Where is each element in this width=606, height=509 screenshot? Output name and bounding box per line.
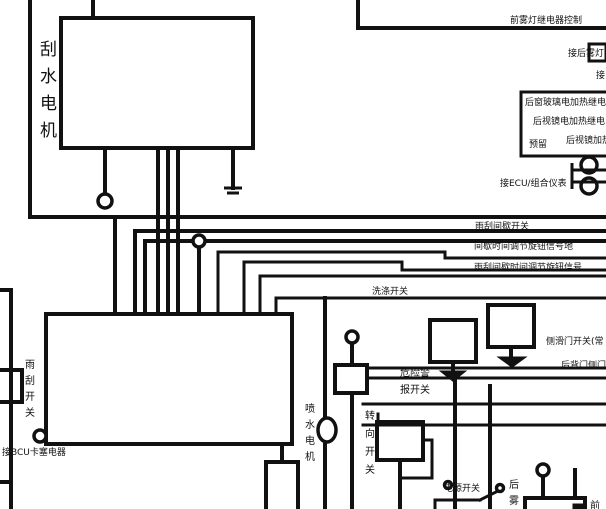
wiper-motor-label-4: 机 <box>40 121 57 141</box>
hazard-switch-box <box>333 363 369 395</box>
turn-switch-label-3: 开 <box>365 447 375 458</box>
wiper-motor-box <box>59 16 255 150</box>
wiper-switch-left-4: 关 <box>25 406 35 419</box>
front-fog-relay-label: 前雾灯继电器控制 <box>510 14 582 26</box>
wiper-switch-left-1: 雨 <box>25 360 35 371</box>
rear-door-label: 后背门侧门 <box>561 359 606 371</box>
washer-switch-label: 洗涤开关 <box>372 285 408 297</box>
hazard-switch-label-1: 危险警 <box>400 366 430 379</box>
rear-fog-circle <box>535 462 551 478</box>
wiper-motor-label-1: 刮 <box>40 40 57 60</box>
washer-motor-label-3: 电 <box>305 434 315 447</box>
controller-box <box>44 312 294 446</box>
hazard-lamp-circle <box>344 329 360 345</box>
wiper-switch-left-3: 开 <box>25 392 35 403</box>
washer-motor-wire <box>280 442 300 509</box>
left-switch-box <box>0 368 24 404</box>
turn-switch-label-4: 关 <box>365 463 375 476</box>
wiper-switch-left-2: 刮 <box>25 374 35 387</box>
side-door-switch-label: 侧滑门开关(常 <box>546 335 604 347</box>
power-switch-label: 电源开关 <box>444 482 480 494</box>
turn-switch-label-2: 向 <box>365 427 375 440</box>
wiper-interval-switch-label: 雨刮间歇开关 <box>475 220 529 232</box>
rear-fog-label: 接后雾灯 <box>568 47 604 59</box>
washer-wire <box>274 296 606 314</box>
ecu-cluster-label: 接ECU/组合仪表 <box>500 177 567 189</box>
front-fog-relay-box <box>356 0 606 30</box>
reserved-label: 预留 <box>529 138 547 150</box>
bcu-relay-label: 接BCU卡塞电器 <box>2 446 66 458</box>
rear-label-2: 雾 <box>509 495 519 507</box>
washer-motor-symbol <box>316 416 338 444</box>
bus-wire-3 <box>143 239 606 314</box>
power-switch-wire <box>433 498 482 509</box>
power-switch-contact-2 <box>494 482 506 494</box>
rear-label-1: 后 <box>509 479 519 491</box>
interval-knob-signal-b-label: 雨刮间歇时间调节旋钮信号 <box>474 261 582 273</box>
turn-switch-label-1: 转 <box>365 409 375 422</box>
turn-switch-box <box>375 420 425 462</box>
wiper-motor-label-2: 水 <box>40 67 57 87</box>
washer-motor-label-2: 水 <box>305 419 315 431</box>
rear-glass-heater-label: 后窗玻璃电加热继电 <box>525 96 606 108</box>
ecu-connector-circle-2 <box>579 176 599 196</box>
ground-icon-lamp-1 <box>438 370 468 382</box>
mirror-heater-switch-label: 后视镜加热 <box>566 134 606 146</box>
side-door-lamp-2 <box>486 303 536 349</box>
mirror-heater-label: 后视镜电加热继电 <box>533 115 605 127</box>
side-door-lamp-1 <box>428 318 478 364</box>
washer-motor-box <box>264 460 300 509</box>
rear-fog-label-2: 接 <box>596 69 605 81</box>
bus-wire-2 <box>133 229 606 314</box>
washer-motor-label-4: 机 <box>305 450 315 463</box>
bus-wire-7 <box>258 274 606 314</box>
power-switch-contact <box>442 479 454 491</box>
terminal-circle-3 <box>32 428 48 444</box>
rear-fog-connector <box>587 42 606 63</box>
rear-fog-box <box>523 496 587 509</box>
terminal-circle-1 <box>96 192 114 210</box>
hazard-switch-label-2: 报开关 <box>400 383 430 396</box>
bus-wire-6 <box>242 260 606 314</box>
front-label: 前 <box>590 499 600 509</box>
heater-relay-panel <box>519 90 606 158</box>
bus-wire-5 <box>216 250 606 314</box>
wiper-motor-label-3: 电 <box>40 94 57 114</box>
ground-icon-lamp-2 <box>496 356 528 368</box>
interval-knob-signal-a-label: 间歇时间调节旋钮信号地 <box>474 240 573 252</box>
terminal-circle-2 <box>191 233 207 249</box>
turn-switch-wire <box>400 438 434 480</box>
washer-motor-label-1: 喷 <box>305 403 315 415</box>
